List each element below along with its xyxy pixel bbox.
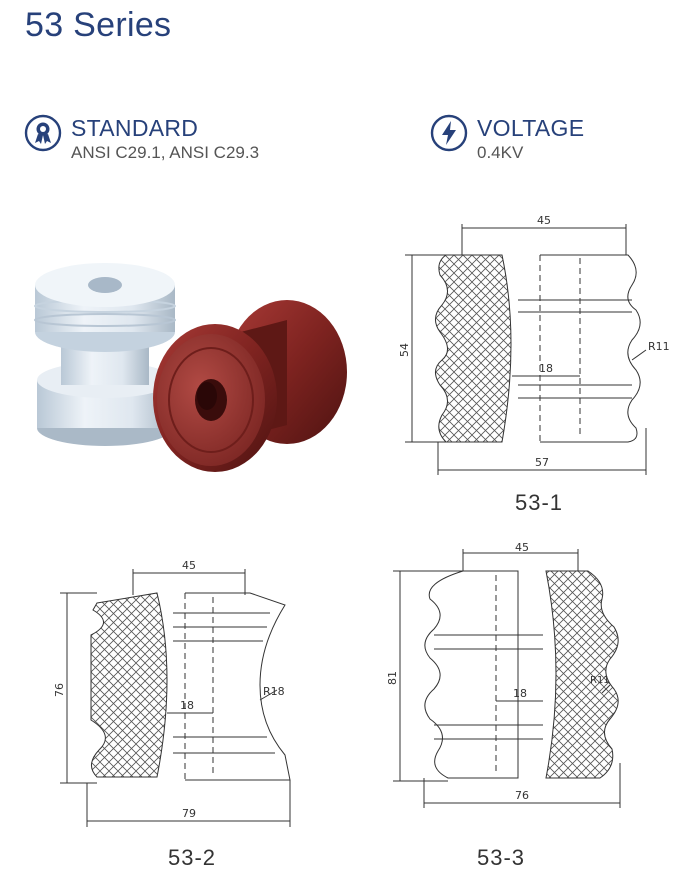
dim-radius: R18 <box>263 685 285 698</box>
spec-standard-value: ANSI C29.1, ANSI C29.3 <box>71 143 260 162</box>
drawing-53-1: 45 54 18 57 R11 <box>400 214 670 475</box>
caption-53-2: 53-2 <box>168 845 217 870</box>
caption-53-3: 53-3 <box>477 845 526 870</box>
dim-bore: 18 <box>180 699 194 712</box>
dim-height: 76 <box>55 683 66 697</box>
dim-bore: 18 <box>513 687 527 700</box>
spec-voltage-value: 0.4KV <box>477 143 524 162</box>
product-photo <box>34 263 347 472</box>
lightning-bolt-icon <box>430 114 468 152</box>
dim-base: 57 <box>535 456 549 469</box>
dim-width-top: 45 <box>537 214 551 227</box>
drawing-53-2: 45 76 18 79 R18 <box>55 559 291 827</box>
dim-base: 79 <box>182 807 196 820</box>
brown-insulator <box>153 300 347 472</box>
dim-width-top: 45 <box>182 559 196 572</box>
spec-voltage-label: VOLTAGE <box>477 115 585 141</box>
white-insulator <box>34 263 176 446</box>
spec-standard-label: STANDARD <box>71 115 199 141</box>
spec-voltage: VOLTAGE 0.4KV <box>430 114 584 164</box>
spec-standard: STANDARD ANSI C29.1, ANSI C29.3 <box>24 114 259 164</box>
dim-height: 81 <box>388 671 399 685</box>
dim-width-top: 45 <box>515 543 529 554</box>
dim-height: 54 <box>400 343 411 357</box>
page-title: 53 Series <box>25 6 172 44</box>
caption-53-1: 53-1 <box>515 490 564 515</box>
award-ribbon-icon <box>24 114 62 152</box>
dim-base: 76 <box>515 789 529 802</box>
dim-bore: 18 <box>539 362 553 375</box>
dim-radius: R11 <box>590 675 610 686</box>
dim-radius: R11 <box>648 340 670 353</box>
drawing-53-3: 45 81 18 76 R11 <box>388 543 621 808</box>
